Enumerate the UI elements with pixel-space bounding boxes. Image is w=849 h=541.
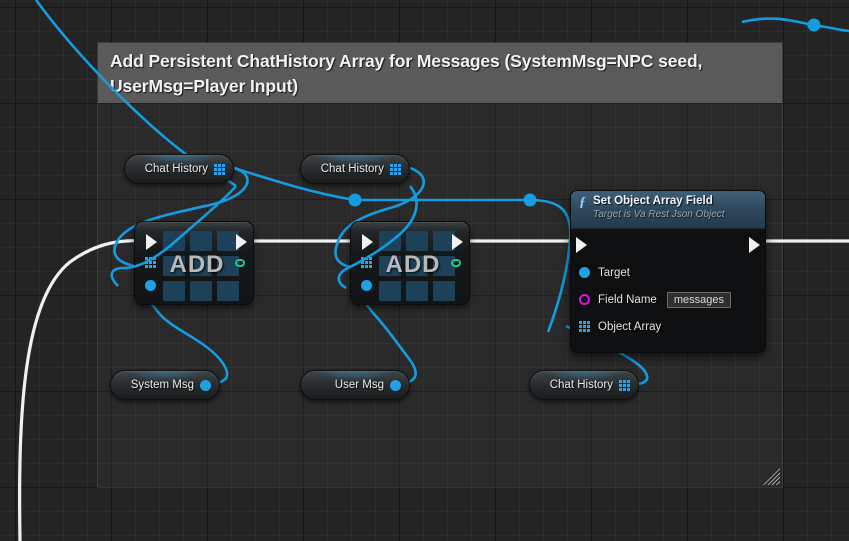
- variable-node-chat-history-3[interactable]: Chat History: [529, 370, 639, 400]
- array-pin-icon[interactable]: [579, 321, 590, 332]
- exec-output-pin[interactable]: [452, 234, 463, 250]
- comment-title: Add Persistent ChatHistory Array for Mes…: [110, 51, 708, 96]
- node-title: Set Object Array Field: [593, 195, 713, 207]
- comment-header[interactable]: Add Persistent ChatHistory Array for Mes…: [98, 43, 782, 103]
- object-pin-icon[interactable]: [579, 267, 590, 278]
- item-input-pin[interactable]: [145, 280, 156, 291]
- pin-label: Target: [598, 266, 630, 279]
- exec-input-pin[interactable]: [362, 234, 373, 250]
- object-pin-icon[interactable]: [200, 379, 211, 391]
- array-add-node-1[interactable]: ADD: [134, 221, 254, 305]
- array-pin-icon[interactable]: [214, 163, 225, 175]
- reroute-top-right[interactable]: [807, 18, 821, 32]
- return-value-pin[interactable]: [235, 259, 245, 267]
- pin-row-target: Target: [571, 259, 765, 286]
- variable-label: Chat History: [320, 163, 384, 175]
- node-body: Target Field Name messages Object Array: [571, 231, 765, 352]
- node-header[interactable]: ƒ Set Object Array Field Target is Va Re…: [571, 191, 765, 229]
- variable-label: Chat History: [144, 163, 208, 175]
- exec-input-pin[interactable]: [146, 234, 157, 250]
- array-pin-icon[interactable]: [390, 163, 401, 175]
- pin-row-field-name: Field Name messages: [571, 286, 765, 313]
- variable-node-chat-history-1[interactable]: Chat History: [124, 154, 234, 184]
- field-name-input[interactable]: messages: [666, 291, 731, 308]
- pin-row-object-array: Object Array: [571, 313, 765, 340]
- exec-output-pin[interactable]: [749, 237, 760, 253]
- array-input-pin[interactable]: [361, 257, 372, 268]
- string-pin-icon[interactable]: [579, 294, 590, 305]
- array-add-node-2[interactable]: ADD: [350, 221, 470, 305]
- function-f-icon: ƒ: [579, 195, 586, 210]
- set-object-array-field-node[interactable]: ƒ Set Object Array Field Target is Va Re…: [570, 190, 766, 353]
- variable-label: User Msg: [334, 379, 384, 391]
- array-pin-icon[interactable]: [619, 379, 630, 391]
- variable-node-user-msg[interactable]: User Msg: [300, 370, 410, 400]
- variable-label: System Msg: [130, 379, 194, 391]
- array-input-pin[interactable]: [145, 257, 156, 268]
- variable-label: Chat History: [549, 379, 613, 391]
- object-pin-icon[interactable]: [390, 379, 401, 391]
- item-input-pin[interactable]: [361, 280, 372, 291]
- exec-pin-row: [571, 231, 765, 259]
- comment-resize-handle[interactable]: [763, 468, 780, 485]
- data-wire-top-right: [741, 17, 849, 33]
- exec-output-pin[interactable]: [236, 234, 247, 250]
- variable-node-system-msg[interactable]: System Msg: [110, 370, 220, 400]
- pin-label: Object Array: [598, 320, 662, 333]
- exec-input-pin[interactable]: [576, 237, 587, 253]
- return-value-pin[interactable]: [451, 259, 461, 267]
- variable-node-chat-history-2[interactable]: Chat History: [300, 154, 410, 184]
- pin-label: Field Name: [598, 293, 657, 306]
- node-subtitle: Target is Va Rest Json Object: [593, 209, 725, 220]
